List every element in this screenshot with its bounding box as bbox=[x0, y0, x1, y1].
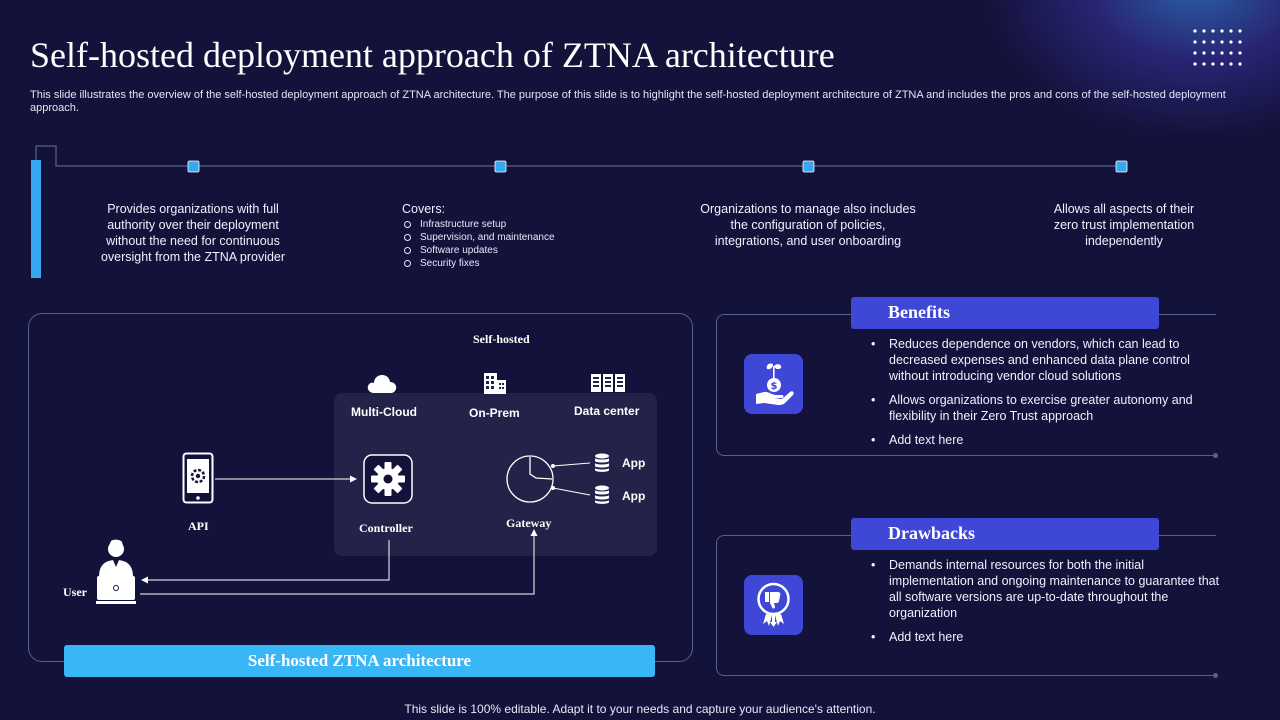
covers-title: Covers: bbox=[402, 202, 446, 216]
list-item: Add text here bbox=[870, 432, 1220, 448]
controller-label: Controller bbox=[359, 521, 413, 535]
gear-icon[interactable] bbox=[363, 454, 413, 504]
panel-end-dot bbox=[1213, 673, 1218, 678]
page-subtitle: This slide illustrates the overview of t… bbox=[30, 89, 1226, 114]
list-item: Software updates bbox=[402, 244, 555, 257]
api-label: API bbox=[188, 519, 209, 533]
timeline-item-independent: Allows all aspects of their zero trust i… bbox=[1053, 202, 1195, 248]
list-item: Supervision, and maintenance bbox=[402, 231, 555, 244]
panel-end-dot bbox=[1213, 453, 1218, 458]
covers-list: Infrastructure setup Supervision, and ma… bbox=[402, 218, 555, 270]
thumbs-down-badge-icon bbox=[757, 582, 790, 627]
app-label-1: App bbox=[622, 456, 646, 470]
timeline-item-covers: Covers: Infrastructure setup Supervision… bbox=[402, 202, 555, 270]
architecture-banner: Self-hosted ZTNA architecture bbox=[64, 645, 655, 677]
drawbacks-list: Demands internal resources for both the … bbox=[870, 557, 1220, 653]
list-item: Reduces dependence on vendors, which can… bbox=[870, 336, 1220, 384]
timeline-line bbox=[35, 145, 1128, 173]
list-item: Infrastructure setup bbox=[402, 218, 555, 231]
timeline-item-authority: Provides organizations with full authori… bbox=[100, 202, 286, 264]
footer-note: This slide is 100% editable. Adapt it to… bbox=[404, 702, 876, 716]
benefits-icon-box: $ bbox=[744, 354, 803, 414]
list-item: Security fixes bbox=[402, 257, 555, 270]
benefits-list: Reduces dependence on vendors, which can… bbox=[870, 336, 1220, 456]
benefits-heading: Benefits bbox=[851, 297, 1159, 329]
architecture-diagram bbox=[140, 462, 591, 595]
dot-grid-icon bbox=[1193, 29, 1242, 66]
app-label-2: App bbox=[622, 489, 646, 503]
timeline-accent-bar bbox=[31, 160, 41, 278]
data-center-icon bbox=[591, 374, 625, 392]
user-label: User bbox=[63, 585, 87, 599]
drawbacks-icon-box bbox=[744, 575, 803, 635]
data-center-label: Data center bbox=[574, 404, 640, 418]
page-title: Self-hosted deployment approach of ZTNA … bbox=[30, 35, 835, 75]
gateway-dial-icon[interactable] bbox=[505, 454, 555, 504]
drawbacks-heading: Drawbacks bbox=[851, 518, 1159, 550]
list-item: Add text here bbox=[870, 629, 1220, 645]
cloud-icon bbox=[367, 375, 397, 393]
gateway-label: Gateway bbox=[506, 516, 552, 530]
hand-money-plant-icon: $ bbox=[756, 363, 794, 405]
building-icon bbox=[484, 373, 506, 394]
multi-cloud-label: Multi-Cloud bbox=[351, 405, 417, 419]
list-item: Demands internal resources for both the … bbox=[870, 557, 1220, 621]
list-item: Allows organizations to exercise greater… bbox=[870, 392, 1220, 424]
database-icon bbox=[595, 453, 609, 472]
on-prem-label: On-Prem bbox=[469, 406, 520, 420]
corner-glow bbox=[980, 0, 1280, 140]
svg-text:$: $ bbox=[771, 381, 778, 392]
mobile-gear-icon bbox=[182, 452, 214, 504]
database-icon bbox=[595, 485, 609, 504]
timeline-item-manage: Organizations to manage also includes th… bbox=[700, 202, 916, 248]
user-laptop-icon bbox=[96, 539, 136, 604]
self-hosted-label: Self-hosted bbox=[473, 332, 530, 346]
